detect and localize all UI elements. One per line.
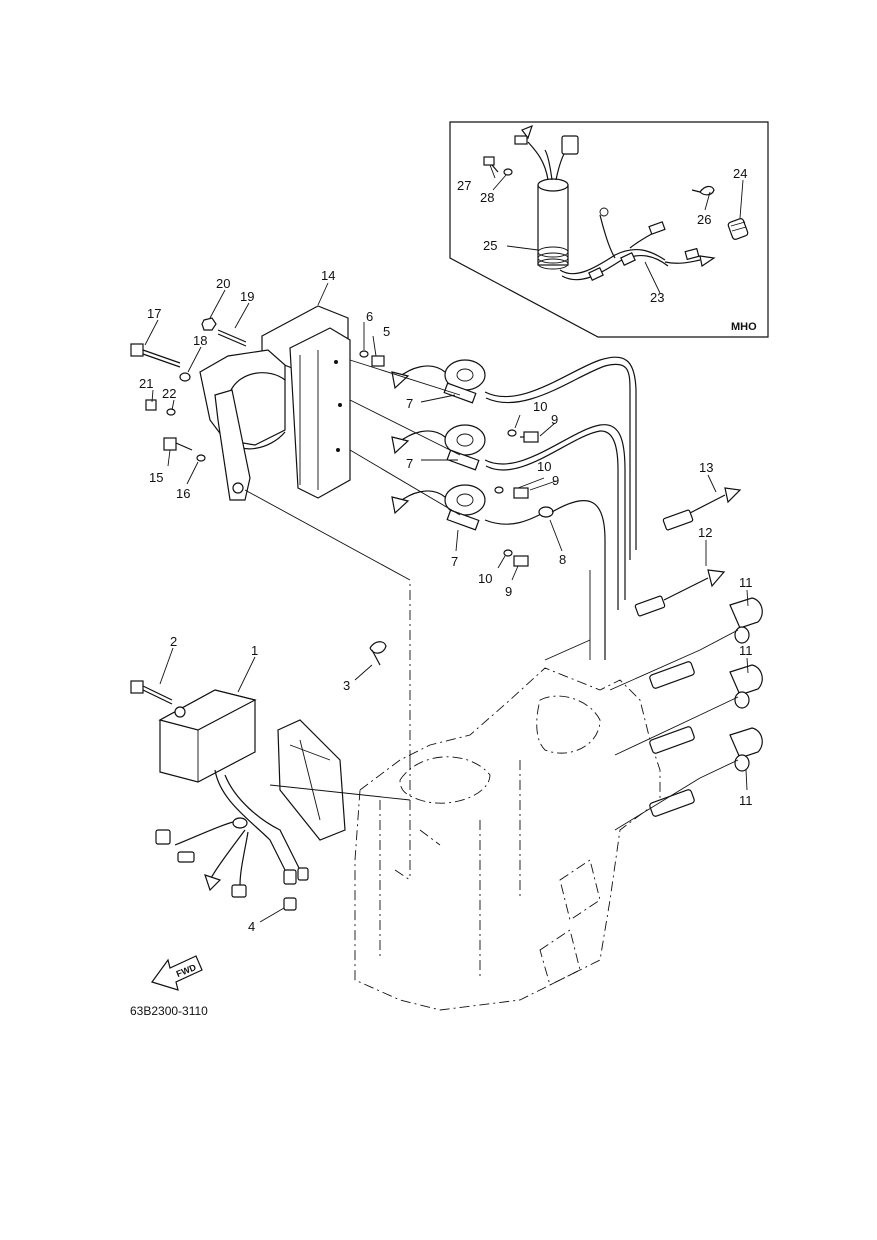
part-label-15: 15 <box>149 470 163 485</box>
part-label-24: 24 <box>733 166 747 181</box>
mount-plate-drawing <box>277 719 346 841</box>
bracket-14-drawing <box>199 305 351 501</box>
part-label-12: 12 <box>698 525 712 540</box>
part-label-7-lower: 7 <box>451 554 458 569</box>
part-label-8: 8 <box>559 552 566 567</box>
part-label-11-lower: 11 <box>739 793 753 808</box>
part-label-5: 5 <box>383 324 390 339</box>
part-label-6: 6 <box>366 309 373 324</box>
washers-10-drawing <box>494 429 517 557</box>
spark-plug-cap-11-upper-drawing <box>729 597 763 644</box>
callout-leaders <box>144 164 749 923</box>
washer-28-drawing <box>503 168 513 176</box>
bolt-17-drawing <box>130 343 181 368</box>
part-label-26: 26 <box>697 212 711 227</box>
part-label-13: 13 <box>699 460 713 475</box>
engine-block-phantom <box>354 580 661 1011</box>
fwd-arrow-icon: FWD <box>151 955 203 991</box>
screw-5-washer-6-drawing <box>359 350 385 367</box>
part-label-23: 23 <box>650 290 664 305</box>
cap-4-drawing <box>283 897 297 911</box>
washer-16-drawing <box>196 454 206 462</box>
bolt-9-lower-drawing <box>513 555 529 567</box>
part-label-22: 22 <box>162 386 176 401</box>
bolt-9-middle-drawing <box>513 487 529 499</box>
inset-label: MHO <box>731 321 757 333</box>
part-label-25: 25 <box>483 238 497 253</box>
part-label-21: 21 <box>139 376 153 391</box>
coil-7-middle-drawing <box>391 424 626 610</box>
part-label-10-middle: 10 <box>537 459 551 474</box>
part-label-14: 14 <box>321 268 335 283</box>
part-label-9-upper: 9 <box>551 412 558 427</box>
ignition-coil-25-drawing <box>514 124 579 270</box>
stud-19-drawing <box>217 329 247 347</box>
part-label-7-middle: 7 <box>406 456 413 471</box>
part-label-9-lower: 9 <box>505 584 512 599</box>
part-labels: 1 2 3 4 5 6 7 7 7 8 9 9 9 10 10 10 11 11… <box>139 166 753 934</box>
bolt-15-drawing <box>163 437 193 451</box>
bolt-2-drawing <box>130 680 173 705</box>
inset-mho-panel <box>449 121 769 338</box>
wire-harness-23-drawing <box>559 207 716 281</box>
spark-plugs-drawing <box>649 629 739 817</box>
part-label-7-upper: 7 <box>406 396 413 411</box>
bolt-21-drawing <box>145 399 157 411</box>
bolt-9-upper-drawing <box>520 431 539 443</box>
leader-lines <box>244 359 701 831</box>
part-label-28: 28 <box>480 190 494 205</box>
spark-plug-cap-11-lower-drawing <box>729 727 763 772</box>
part-label-10-upper: 10 <box>533 399 547 414</box>
part-label-19: 19 <box>240 289 254 304</box>
bolt-27-drawing <box>483 156 499 173</box>
part-label-20: 20 <box>216 276 230 291</box>
lead-12-drawing <box>634 569 726 617</box>
coil-7-upper-drawing <box>391 356 637 560</box>
lead-13-drawing <box>662 487 742 531</box>
part-label-17: 17 <box>147 306 161 321</box>
part-label-1: 1 <box>251 643 258 658</box>
part-label-11-middle: 11 <box>739 643 753 658</box>
part-label-9-middle: 9 <box>552 473 559 488</box>
part-label-16: 16 <box>176 486 190 501</box>
part-label-27: 27 <box>457 178 471 193</box>
grommet-24-drawing <box>727 218 749 240</box>
part-label-2: 2 <box>170 634 177 649</box>
part-label-11-upper: 11 <box>739 575 753 590</box>
washer-22-drawing <box>166 408 176 416</box>
cdi-unit-1-drawing <box>155 689 309 898</box>
spark-plug-cap-11-middle-drawing <box>729 664 763 709</box>
reference-code: 63B2300-3110 <box>130 1004 208 1018</box>
part-label-4: 4 <box>248 919 255 934</box>
nut-20-drawing <box>201 317 217 331</box>
clamp-26-drawing <box>691 185 715 196</box>
clamp-3-drawing <box>369 641 387 666</box>
washer-18-drawing <box>179 372 191 382</box>
part-label-18: 18 <box>193 333 207 348</box>
part-label-3: 3 <box>343 678 350 693</box>
part-label-10-lower: 10 <box>478 571 492 586</box>
coil-7-lower-drawing <box>391 484 606 660</box>
